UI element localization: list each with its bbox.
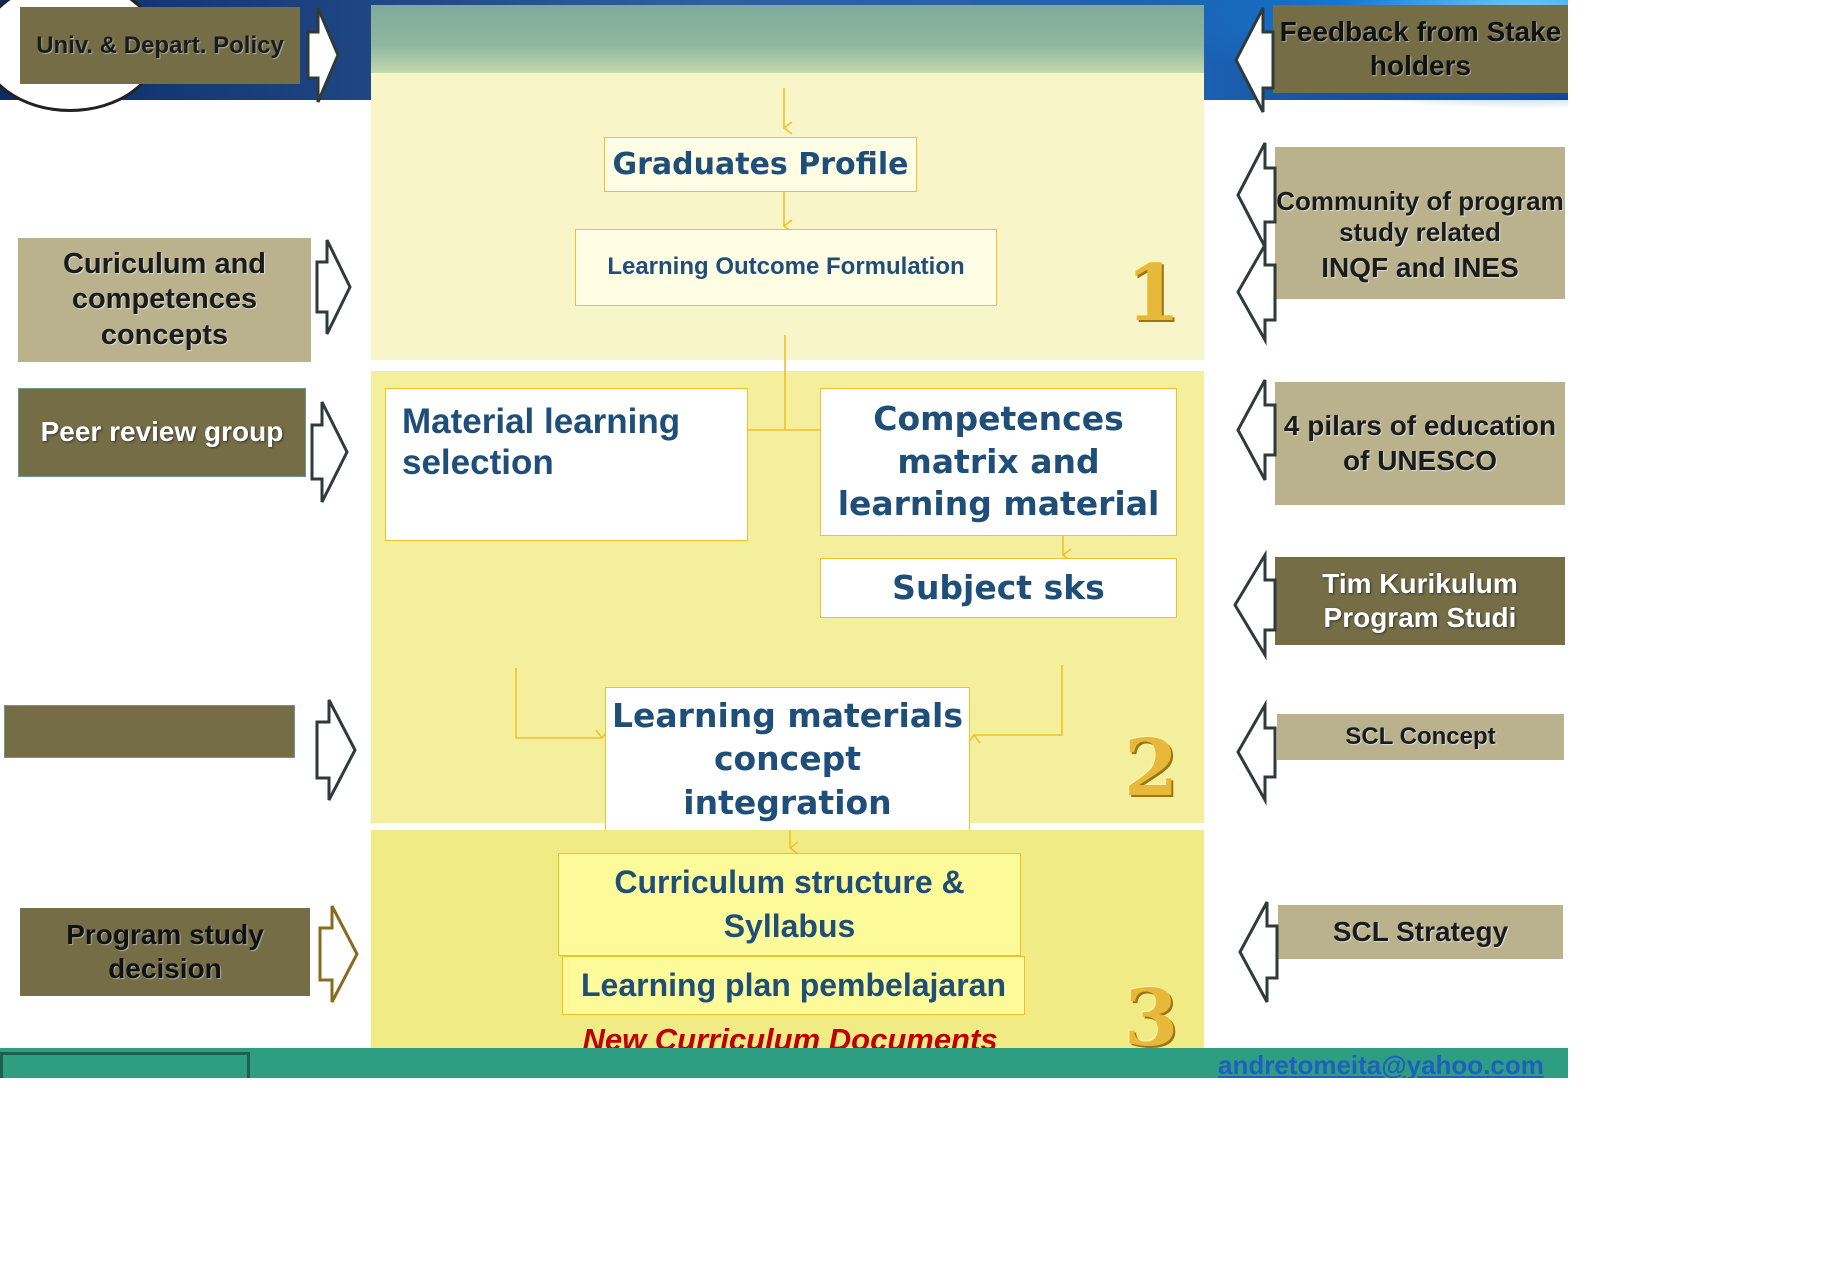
right-arrow-icon xyxy=(310,401,349,503)
footer-box xyxy=(0,1052,250,1078)
program-decision-input-box: Program study decision xyxy=(20,908,310,996)
stage-number-1: 1 xyxy=(1126,248,1181,339)
author-email: andretomeita@yahoo.com xyxy=(1218,1050,1544,1078)
input-arrows xyxy=(306,7,1279,1003)
peer-review-input-box: Peer review group xyxy=(18,388,306,477)
curriculum-concepts-input-box: Curiculum and competences concepts xyxy=(18,238,311,362)
left-arrow-icon xyxy=(1238,901,1279,1003)
stakeholder-feedback-input-box: Feedback from Stake holders xyxy=(1273,5,1568,93)
learning-plan-box: Learning plan pembelajaran xyxy=(562,956,1025,1015)
footer-bar xyxy=(0,1048,1568,1078)
left-arrow-icon xyxy=(1236,379,1277,481)
community-input-box: Community of program study related xyxy=(1275,147,1565,251)
inqf-ines-input-box: INQF and INES xyxy=(1275,251,1565,299)
blank-input-box xyxy=(4,705,295,758)
right-arrow-icon xyxy=(318,905,359,1003)
competences-matrix-box: Competences matrix and learning material xyxy=(820,388,1177,536)
curriculum-team-input-box: Tim Kurikulum Program Studi xyxy=(1275,557,1565,645)
material-selection-box: Material learning selection xyxy=(385,388,748,541)
left-arrow-icon xyxy=(1236,699,1277,806)
left-arrow-icon xyxy=(1236,142,1277,248)
graduates-profile-box: Graduates Profile xyxy=(604,137,917,192)
stage-number-2: 2 xyxy=(1124,723,1179,814)
concept-integration-box: Learning materials concept integration xyxy=(605,687,970,830)
scl-strategy-input-box: SCL Strategy xyxy=(1278,905,1563,959)
left-arrow-icon xyxy=(1236,239,1277,346)
curriculum-structure-box: Curriculum structure & Syllabus xyxy=(558,853,1021,956)
learning-outcome-box: Learning Outcome Formulation xyxy=(575,229,997,306)
right-arrow-icon xyxy=(315,699,357,801)
scl-concept-input-box: SCL Concept xyxy=(1277,714,1564,760)
right-arrow-icon xyxy=(306,7,340,103)
right-arrow-icon xyxy=(315,239,352,335)
stage-number-3: 3 xyxy=(1124,973,1179,1064)
panel-header-fade xyxy=(371,5,1204,73)
left-arrow-icon xyxy=(1233,549,1277,661)
policy-input-box: Univ. & Depart. Policy xyxy=(20,7,300,84)
left-arrow-icon xyxy=(1234,7,1275,113)
subject-sks-box: Subject sks xyxy=(820,558,1177,618)
unesco-pillars-input-box: 4 pilars of education of UNESCO xyxy=(1275,382,1565,505)
